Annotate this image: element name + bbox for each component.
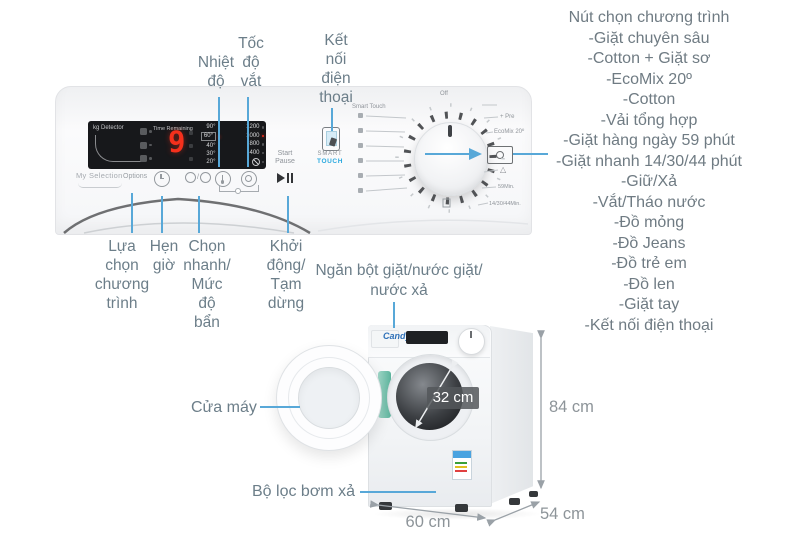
temp-20: 20° bbox=[206, 159, 216, 165]
temperature-column: 90° 60° 40° 30° 20° bbox=[194, 124, 220, 166]
my-selection-button: My Selection bbox=[76, 171, 123, 180]
list-item: -Vắt/Tháo nước bbox=[592, 193, 706, 211]
list-item: -Giặt tay bbox=[618, 296, 680, 313]
detect-icon bbox=[189, 157, 193, 161]
kg-detector-label: kg Detector bbox=[93, 125, 124, 131]
list-item: -Đồ len bbox=[623, 275, 675, 293]
rapid-stain-button: / bbox=[185, 172, 211, 183]
temperature-button bbox=[215, 171, 231, 187]
depth-dimension: 54 cm bbox=[540, 505, 585, 523]
delay-timer-button bbox=[154, 171, 170, 187]
spin-1000-selected: 1000 bbox=[246, 132, 260, 139]
prewash-icon bbox=[189, 131, 193, 135]
spin-400: 400 bbox=[249, 149, 260, 156]
dial-cotton-program-box bbox=[487, 146, 513, 164]
temp-90: 90° bbox=[206, 124, 216, 130]
dial-off-label: Off bbox=[440, 91, 448, 97]
machine-foot bbox=[529, 491, 538, 497]
list-item: -Giặt nhanh 14/30/44 phút bbox=[556, 152, 742, 170]
list-item: -Cotton bbox=[622, 91, 676, 108]
dial-pre-label: + Pre bbox=[500, 114, 515, 120]
no-spin-icon bbox=[251, 158, 260, 166]
list-item: -Giặt chuyên sâu bbox=[588, 29, 710, 47]
list-item: -EcoMix 20º bbox=[606, 70, 692, 88]
list-item: -Cotton + Giặt sơ bbox=[587, 50, 711, 67]
machine-foot bbox=[379, 502, 392, 510]
list-item: -Đồ Jeans bbox=[612, 234, 686, 252]
quick-soil-label: Chọn nhanh/ Mức độ bẩn bbox=[183, 238, 231, 331]
spin-label: Tốc độ vắt bbox=[238, 35, 264, 90]
time-remaining-value: 9 bbox=[168, 125, 186, 159]
list-item: -Giặt hàng ngày 59 phút bbox=[563, 132, 735, 149]
list-item: -Giữ/Xả bbox=[620, 173, 678, 190]
drum-diameter-badge: 32 cm bbox=[427, 387, 479, 409]
dial-59min-label: 59Min. bbox=[498, 184, 515, 190]
temp-40: 40° bbox=[206, 142, 216, 149]
open-door-inner-ring bbox=[288, 357, 370, 439]
temp-30: 30° bbox=[206, 150, 216, 157]
cotton-icon bbox=[496, 151, 504, 159]
lock-icon bbox=[189, 144, 193, 148]
spin-column: 1200 1000 800 400 bbox=[232, 124, 264, 166]
program-select-label: Lựa chọn chương trình bbox=[94, 238, 150, 312]
options-button: Options bbox=[123, 173, 148, 180]
spin-1200: 1200 bbox=[246, 124, 260, 130]
pause-bar-icon bbox=[291, 173, 294, 183]
start-pause-callout: Khởi động/ Tạm dừng bbox=[266, 238, 306, 312]
dial-pointer bbox=[448, 125, 452, 137]
program-list-title: Nút chọn chương trình bbox=[568, 9, 730, 26]
open-door-glass bbox=[298, 367, 360, 429]
pause-bar-icon bbox=[287, 173, 290, 183]
start-pause-button bbox=[277, 173, 294, 183]
phone-connect-label: Kết nối điện thoại bbox=[319, 32, 353, 106]
spin-800: 800 bbox=[249, 141, 260, 147]
smart-label: SMART bbox=[317, 151, 343, 157]
dial-quick-label: 14/30/44Min. bbox=[489, 201, 521, 207]
energy-label-sticker bbox=[452, 450, 472, 480]
time-remaining-label: Time Remaining bbox=[153, 126, 193, 132]
machine-mini-knob bbox=[458, 328, 485, 355]
drawer-label: Ngăn bột giặt/nước giặt/ nước xả bbox=[315, 262, 483, 299]
flask-icon: △ bbox=[500, 165, 507, 174]
touch-label: TOUCH bbox=[317, 158, 343, 165]
machine-mini-display bbox=[406, 331, 448, 344]
temp-60-selected: 60° bbox=[201, 132, 216, 142]
snowflake-icon bbox=[140, 141, 147, 149]
program-list: Nút chọn chương trình -Giặt chuyên sâu -… bbox=[533, 8, 765, 336]
stain-level-icon bbox=[199, 172, 211, 183]
start-pause-label: Start Pause bbox=[275, 150, 295, 165]
list-item: -Vải tổng hợp bbox=[600, 111, 698, 129]
handwash-icon bbox=[140, 128, 147, 135]
door-label: Cửa máy bbox=[191, 399, 257, 416]
iron-icon bbox=[140, 155, 147, 162]
dial-ecomix-label: EcoMix 20º bbox=[494, 129, 525, 135]
delay-timer-label: Hẹn giờ bbox=[149, 238, 179, 274]
dial-smart-touch-label: Smart Touch bbox=[352, 104, 386, 110]
detergent-drawer bbox=[371, 330, 399, 348]
machine-foot bbox=[509, 498, 520, 505]
height-dimension: 84 cm bbox=[549, 398, 594, 416]
spin-speed-button bbox=[241, 171, 257, 187]
list-item: -Đồ mỏng bbox=[613, 214, 685, 231]
play-icon bbox=[277, 173, 285, 183]
list-item: -Kết nối điện thoại bbox=[584, 316, 714, 334]
rapid-icon bbox=[185, 172, 196, 183]
list-item: -Đồ trẻ em bbox=[611, 255, 687, 272]
width-dimension: 60 cm bbox=[405, 513, 451, 531]
my-selection-underline bbox=[78, 183, 122, 188]
candy-logo: Candy bbox=[383, 331, 411, 341]
kg-detector-curve bbox=[95, 135, 142, 162]
display-phase-icons bbox=[189, 131, 193, 161]
link-dot bbox=[235, 188, 241, 194]
machine-side-face bbox=[490, 326, 533, 504]
temp-label: Nhiệt độ bbox=[197, 54, 235, 90]
filter-label: Bộ lọc bơm xả bbox=[252, 483, 355, 500]
display-status-icons bbox=[140, 128, 152, 162]
